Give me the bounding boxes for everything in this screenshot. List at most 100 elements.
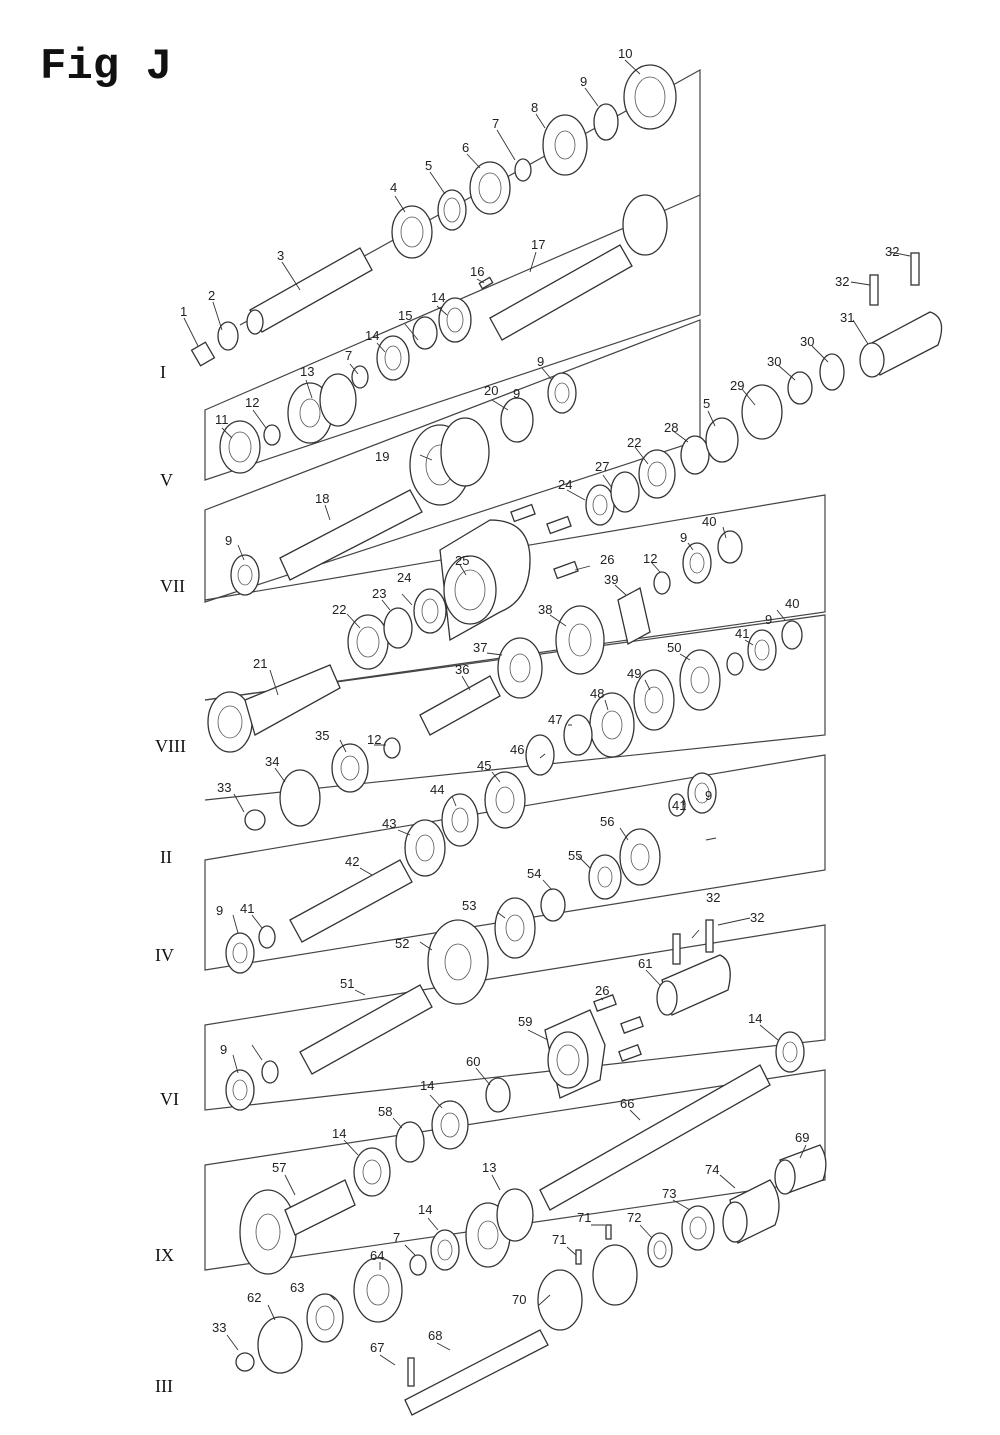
callout-9h: 9	[705, 788, 712, 803]
callout-32b: 32	[835, 274, 849, 289]
callout-32c: 32	[706, 890, 720, 905]
callout-31: 31	[840, 310, 854, 325]
callout-67: 67	[370, 1340, 384, 1355]
callout-26: 26	[600, 552, 614, 567]
shaft-label-ii: II	[160, 847, 172, 867]
callout-71b: 71	[552, 1232, 566, 1247]
callout-63: 63	[290, 1280, 304, 1295]
callout-74: 74	[705, 1162, 719, 1177]
callout-62: 62	[247, 1290, 261, 1305]
shaft-label-ix: IX	[155, 1245, 174, 1265]
callout-12b: 12	[643, 551, 657, 566]
callout-7: 7	[492, 116, 499, 131]
callout-41b: 41	[240, 901, 254, 916]
callout-16: 16	[470, 264, 484, 279]
callout-40b: 40	[785, 596, 799, 611]
callout-66: 66	[620, 1096, 634, 1111]
callout-55: 55	[568, 848, 582, 863]
callout-9f: 9	[765, 612, 772, 627]
callout-45: 45	[477, 758, 491, 773]
callout-57: 57	[272, 1160, 286, 1175]
callout-40: 40	[702, 514, 716, 529]
figure-title: Fig J	[40, 42, 172, 92]
callout-32d: 32	[750, 910, 764, 925]
callout-23: 23	[372, 586, 386, 601]
callout-69: 69	[795, 1130, 809, 1145]
callout-9i: 9	[220, 1042, 227, 1057]
callout-24b: 24	[397, 570, 411, 585]
shaft-label-viii: VIII	[155, 736, 186, 756]
callout-58: 58	[378, 1104, 392, 1119]
callout-9: 9	[580, 74, 587, 89]
callout-10: 10	[618, 46, 632, 61]
callout-35: 35	[315, 728, 329, 743]
callout-13: 13	[300, 364, 314, 379]
callout-14: 14	[365, 328, 379, 343]
callout-43: 43	[382, 816, 396, 831]
callout-12c: 12	[367, 732, 381, 747]
callout-61: 61	[638, 956, 652, 971]
callout-14d: 14	[748, 1011, 762, 1026]
callout-4: 4	[390, 180, 397, 195]
callout-44: 44	[430, 782, 444, 797]
callout-52: 52	[395, 936, 409, 951]
shaft-label-vii: VII	[160, 576, 185, 596]
callout-19: 19	[375, 449, 389, 464]
callout-51: 51	[340, 976, 354, 991]
callout-50: 50	[667, 640, 681, 655]
callout-60: 60	[466, 1054, 480, 1069]
callout-38: 38	[538, 602, 552, 617]
callout-42: 42	[345, 854, 359, 869]
callout-8: 8	[531, 100, 538, 115]
callout-70: 70	[512, 1292, 526, 1307]
callout-48: 48	[590, 686, 604, 701]
callout-49: 49	[627, 666, 641, 681]
callout-41: 41	[735, 626, 749, 641]
callout-11: 11	[215, 412, 229, 427]
callout-30b: 30	[767, 354, 781, 369]
callout-9g: 9	[216, 903, 223, 918]
callout-5: 5	[425, 158, 432, 173]
callout-14f: 14	[418, 1202, 432, 1217]
callout-18: 18	[315, 491, 329, 506]
callout-20: 20	[484, 383, 498, 398]
callout-72: 72	[627, 1210, 641, 1225]
shaft-labels: I V VII VIII II IV VI IX III	[155, 362, 186, 1396]
callout-7c: 7	[393, 1230, 400, 1245]
callout-9c: 9	[513, 386, 520, 401]
callout-30a: 30	[800, 334, 814, 349]
callout-9b: 9	[537, 354, 544, 369]
callout-12: 12	[245, 395, 259, 410]
shaft-label-iii: III	[155, 1376, 173, 1396]
callout-56: 56	[600, 814, 614, 829]
callout-5b: 5	[703, 396, 710, 411]
callout-54: 54	[527, 866, 541, 881]
callout-37: 37	[473, 640, 487, 655]
callout-6: 6	[462, 140, 469, 155]
callout-7b: 7	[345, 348, 352, 363]
callout-15: 15	[398, 308, 412, 323]
shaft-label-v: V	[160, 470, 173, 490]
callout-36: 36	[455, 662, 469, 677]
callout-22b: 22	[332, 602, 346, 617]
callout-59: 59	[518, 1014, 532, 1029]
callout-14e: 14	[332, 1126, 346, 1141]
callout-71a: 71	[577, 1210, 591, 1225]
shaft-label-iv: IV	[155, 945, 174, 965]
callout-28: 28	[664, 420, 678, 435]
callout-25: 25	[455, 553, 469, 568]
shaft-label-i: I	[160, 362, 166, 382]
callout-13b: 13	[482, 1160, 496, 1175]
callout-17: 17	[531, 237, 545, 252]
part-drawings	[190, 64, 943, 1416]
callout-29: 29	[730, 378, 744, 393]
callout-22: 22	[627, 435, 641, 450]
callout-39: 39	[604, 572, 618, 587]
leader-lines	[183, 59, 911, 1366]
callout-73: 73	[662, 1186, 676, 1201]
callout-68: 68	[428, 1328, 442, 1343]
callout-9e: 9	[680, 530, 687, 545]
callout-34: 34	[265, 754, 279, 769]
callout-53: 53	[462, 898, 476, 913]
